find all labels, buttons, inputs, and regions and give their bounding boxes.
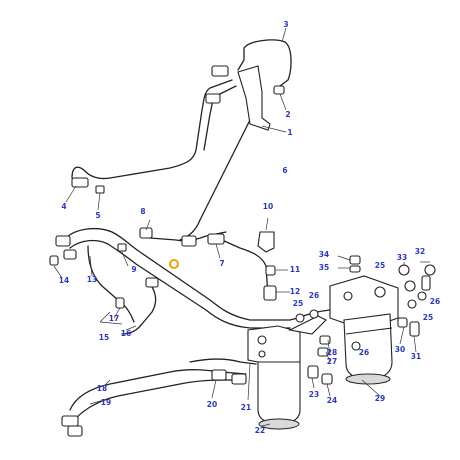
fitting-20 <box>211 369 227 381</box>
fuel-pipe-16-b <box>121 283 157 335</box>
callout-17: 17 <box>109 314 119 323</box>
callout-22: 22 <box>255 426 265 435</box>
washer-26-right <box>417 291 427 301</box>
callout-7: 7 <box>219 259 224 268</box>
callout-1: 1 <box>287 128 292 137</box>
callout-3: 3 <box>283 20 288 29</box>
fuel-pipe-20 <box>189 358 257 365</box>
callout-21: 21 <box>241 403 251 412</box>
fuel-pipe-upper-left <box>71 79 233 180</box>
callout-5: 5 <box>95 211 100 220</box>
callout-14: 14 <box>59 276 69 285</box>
fuel-pipe-3-branch <box>237 47 245 71</box>
fitting-mid <box>181 235 197 247</box>
callout-29: 29 <box>375 394 385 403</box>
bolt-32 <box>424 264 436 276</box>
callout-25-a: 25 <box>293 299 303 308</box>
mounting-bracket <box>237 65 271 131</box>
pipe-clip-10 <box>257 231 275 253</box>
callout-33: 33 <box>397 253 407 262</box>
fuel-pipe-3 <box>243 39 292 87</box>
fitting-24 <box>321 373 333 385</box>
nut-14 <box>49 255 59 266</box>
bolt-31 <box>409 321 420 337</box>
end-fitting-13b <box>63 249 77 260</box>
callout-26-a: 26 <box>309 291 319 300</box>
fitting-2 <box>273 85 285 95</box>
callout-26-b: 26 <box>430 297 440 306</box>
fasteners <box>295 255 436 385</box>
fuel-pipe-16 <box>87 245 135 323</box>
callout-12: 12 <box>290 287 300 296</box>
union-nut-4 <box>71 177 89 188</box>
callout-23: 23 <box>309 390 319 399</box>
callout-34: 34 <box>319 250 329 259</box>
callout-19: 19 <box>101 398 111 407</box>
bolt-28 <box>317 347 329 357</box>
washer-9 <box>117 243 127 252</box>
fitting-23 <box>307 365 319 379</box>
callout-11: 11 <box>290 265 300 274</box>
callout-numbers: 1 2 3 4 5 6 7 8 9 10 11 12 13 14 15 16 1… <box>59 20 440 435</box>
fuel-pipe-7-11 <box>221 239 269 297</box>
washer-35 <box>349 265 361 273</box>
callout-15: 15 <box>99 333 109 342</box>
bolt-30 <box>397 317 408 328</box>
washer-33 <box>398 264 410 276</box>
highlighted-o-ring <box>169 259 179 269</box>
end-fitting-19 <box>67 425 83 437</box>
callout-4: 4 <box>61 202 66 211</box>
filter-bowl-left <box>257 361 301 425</box>
callout-25-c: 25 <box>423 313 433 322</box>
fitting-16-end <box>145 277 159 288</box>
callout-2: 2 <box>285 110 290 119</box>
bolt-34 <box>349 255 361 265</box>
washer-33b <box>404 280 416 292</box>
banjo-fitting-left <box>205 93 221 104</box>
union-fitting-7 <box>207 233 225 245</box>
fuel-pipe-13-b <box>69 239 291 329</box>
fitting-11 <box>265 265 276 276</box>
callout-28: 28 <box>327 348 337 357</box>
callout-30: 30 <box>395 345 405 354</box>
callout-31: 31 <box>411 352 421 361</box>
washer-5 <box>95 185 105 194</box>
callout-8: 8 <box>140 207 145 216</box>
filter-head-left <box>247 325 301 367</box>
fuel-pipe-diagonal <box>179 103 259 241</box>
callout-25-b: 25 <box>375 261 385 270</box>
washer-25-right <box>407 299 417 309</box>
callout-27: 27 <box>327 357 337 366</box>
fuel-filter-left <box>247 315 327 430</box>
leader-lines <box>53 27 430 427</box>
fitting-20b <box>231 373 247 385</box>
filter-bowl-right <box>343 313 393 381</box>
bolt-32-shank <box>421 275 431 291</box>
callout-13: 13 <box>87 275 97 284</box>
callout-35: 35 <box>319 263 329 272</box>
callout-24: 24 <box>327 396 337 405</box>
callout-10: 10 <box>263 202 273 211</box>
washer-25-left <box>295 313 305 323</box>
end-fitting-18 <box>61 415 79 427</box>
fuel-filter-right <box>329 275 399 385</box>
fitting-12 <box>263 285 277 301</box>
fitting-8 <box>139 227 153 239</box>
callout-26-c: 26 <box>359 348 369 357</box>
clip-17 <box>115 297 125 309</box>
callout-6: 6 <box>282 166 287 175</box>
callout-20: 20 <box>207 400 217 409</box>
banjo-fitting-top <box>211 65 229 77</box>
end-fitting-13 <box>55 235 71 247</box>
callout-18: 18 <box>97 384 107 393</box>
washer-26-center <box>351 341 361 351</box>
bolt-27 <box>319 335 331 345</box>
callout-32: 32 <box>415 247 425 256</box>
small-parts <box>49 65 285 437</box>
callout-9: 9 <box>131 265 136 274</box>
washer-26-left <box>309 309 319 319</box>
callout-16: 16 <box>121 329 131 338</box>
